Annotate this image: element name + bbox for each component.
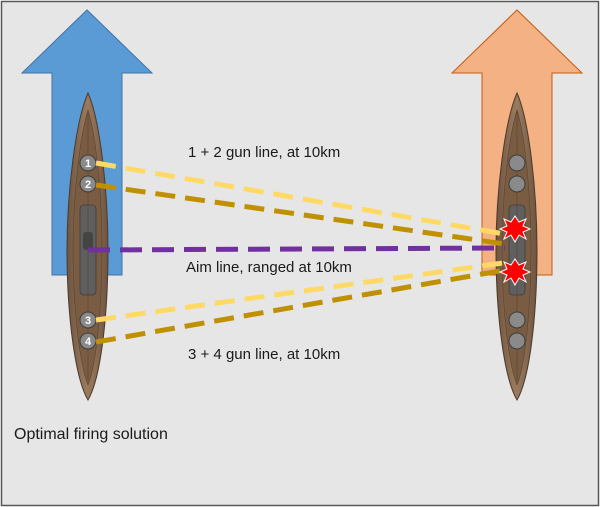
turret-1-number: 1 <box>85 158 91 170</box>
aim-line <box>87 245 506 253</box>
gun-line-1 <box>95 160 511 238</box>
gun-line-34-label: 3 + 4 gun line, at 10km <box>188 346 340 363</box>
gun-line-12-label: 1 + 2 gun line, at 10km <box>188 144 340 161</box>
shell-hit-icon <box>498 258 532 287</box>
enemy-turret-b <box>508 175 526 193</box>
enemy-turret-a <box>508 154 526 172</box>
turret-2-number: 2 <box>85 179 91 191</box>
gun-line-3 <box>95 259 511 323</box>
turret-2 <box>79 175 97 193</box>
caption: Optimal firing solution <box>14 426 168 443</box>
turret-3-number: 3 <box>85 315 91 327</box>
turret-4-number: 4 <box>85 336 92 348</box>
enemy-turret-c <box>508 311 526 329</box>
aim-line-label: Aim line, ranged at 10km <box>186 259 352 276</box>
gun-line-4 <box>95 267 506 345</box>
gun-line-2 <box>95 182 506 247</box>
shell-hit-icon <box>498 215 532 244</box>
enemy-turret-d <box>508 332 526 350</box>
